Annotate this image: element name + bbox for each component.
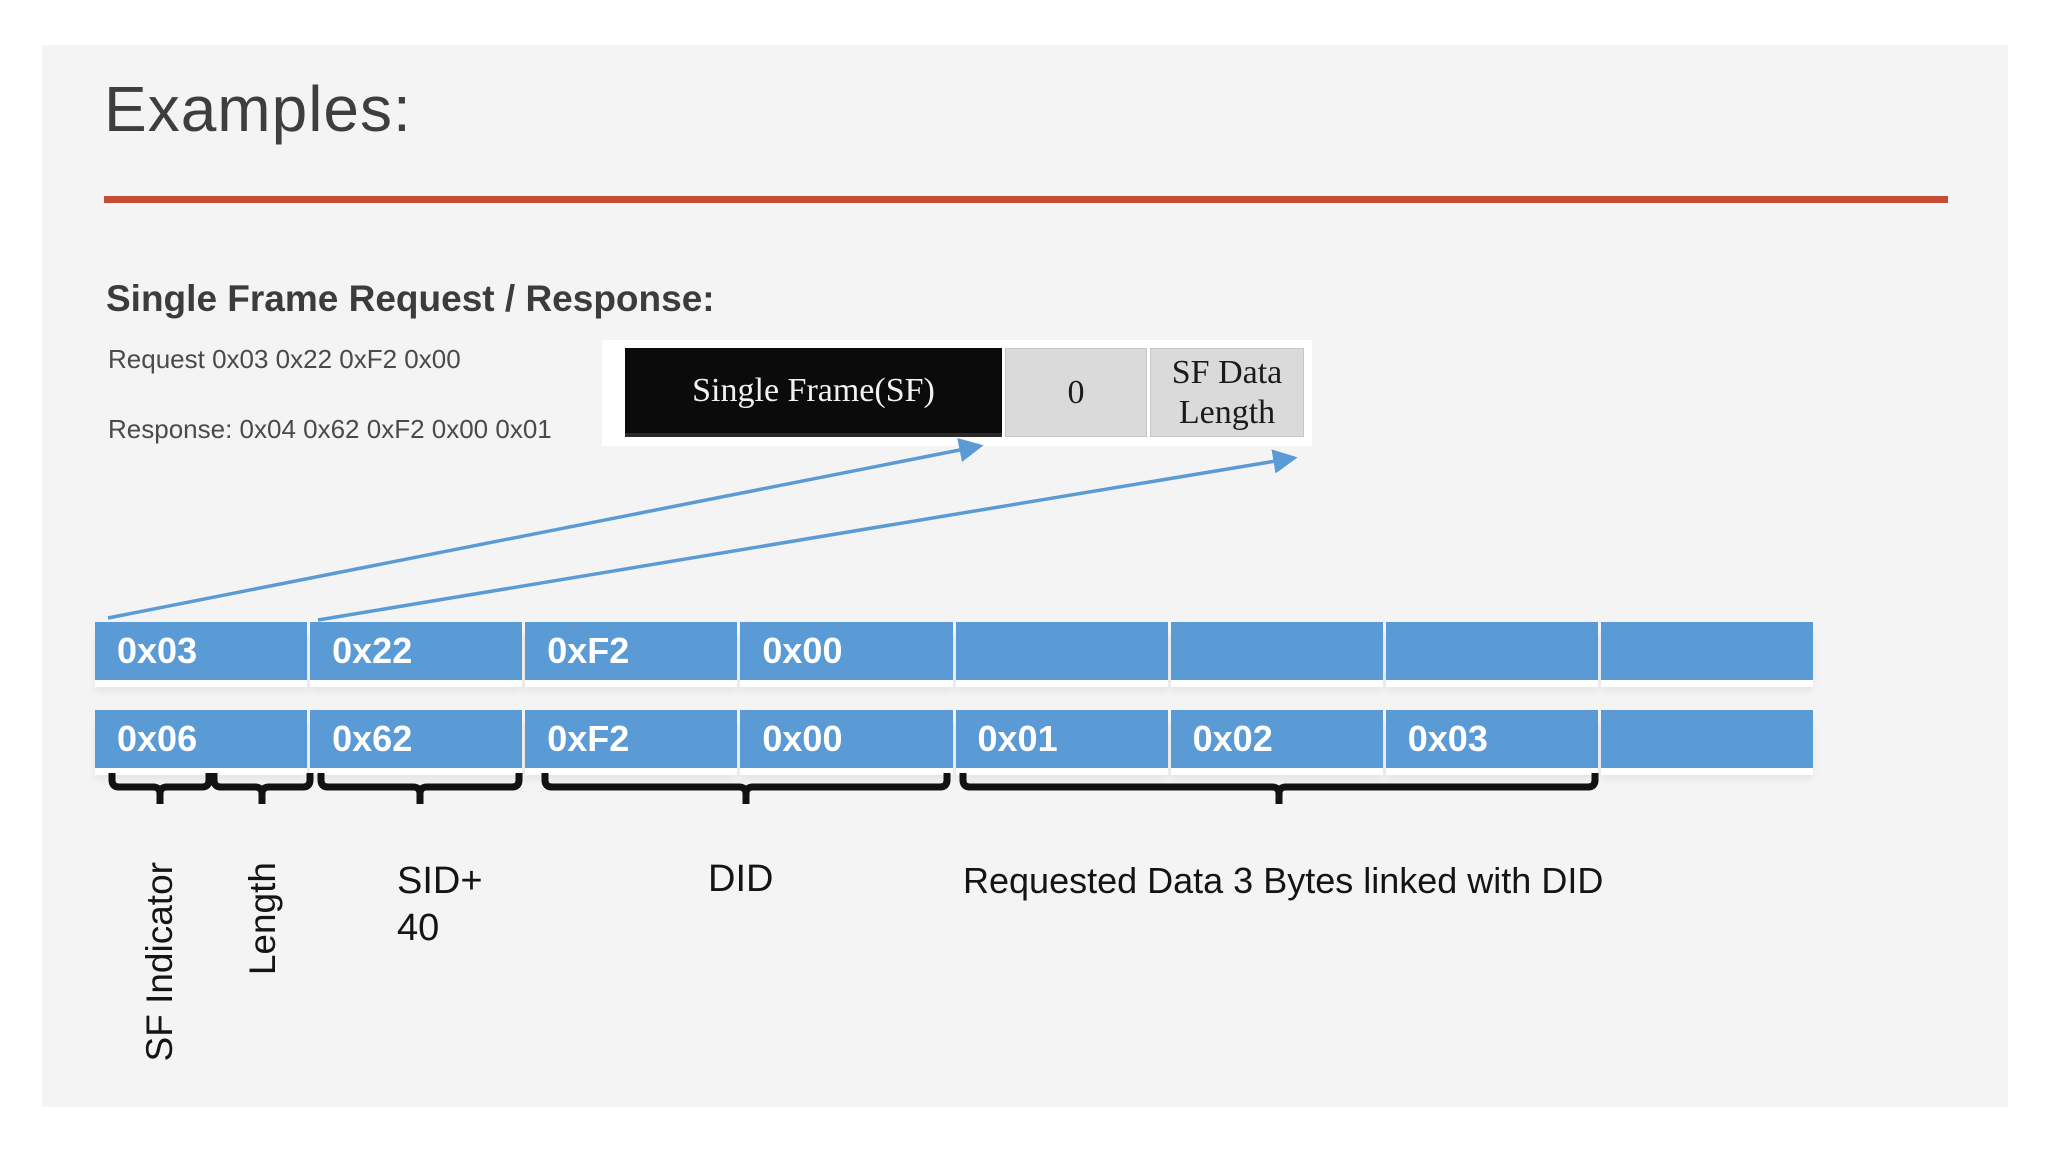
byte-cell — [1600, 710, 1813, 768]
byte-cell: 0xF2 — [525, 710, 738, 768]
slide-background — [42, 45, 2008, 1107]
byte-cell: 0xF2 — [525, 622, 738, 680]
byte-cell — [1600, 622, 1813, 680]
byte-cell — [1170, 622, 1383, 680]
sid-label: SID+ 40 — [397, 858, 483, 952]
response-byte-row: 0x06 0x62 0xF2 0x00 0x01 0x02 0x03 — [95, 710, 1813, 768]
byte-cell: 0x22 — [310, 622, 523, 680]
byte-cell — [1385, 622, 1598, 680]
did-label: DID — [708, 858, 774, 900]
byte-cell: 0x00 — [740, 622, 953, 680]
frame-table-right-pad — [1304, 340, 1312, 446]
sid-label-line1: SID+ — [397, 860, 483, 902]
frame-table-cell-sf-data-length: SF Data Length — [1150, 348, 1304, 437]
sf-indicator-label: SF Indicator — [139, 862, 180, 1062]
length-label: Length — [242, 862, 283, 976]
request-byte-row: 0x03 0x22 0xF2 0x00 — [95, 622, 1813, 680]
response-bytes-text: Response: 0x04 0x62 0xF2 0x00 0x01 — [108, 414, 552, 444]
byte-cell: 0x02 — [1170, 710, 1383, 768]
byte-cell — [955, 622, 1168, 680]
byte-cell: 0x01 — [955, 710, 1168, 768]
byte-cell: 0x00 — [740, 710, 953, 768]
section-heading: Single Frame Request / Response: — [106, 278, 715, 319]
byte-cell: 0x03 — [1385, 710, 1598, 768]
sid-label-line2: 40 — [397, 907, 440, 949]
frame-table-cell-code: 0 — [1005, 348, 1147, 437]
byte-cell: 0x62 — [310, 710, 523, 768]
frame-table-cell-single-frame: Single Frame(SF) — [625, 348, 1002, 437]
frame-type-table: Single Frame(SF) 0 SF Data Length — [602, 340, 1312, 446]
slide-title: Examples: — [104, 73, 412, 145]
request-bytes-text: Request 0x03 0x22 0xF2 0x00 — [108, 344, 461, 374]
frame-table-left-pad — [602, 340, 625, 446]
requested-data-label: Requested Data 3 Bytes linked with DID — [963, 860, 1604, 901]
byte-cell: 0x06 — [95, 710, 308, 768]
byte-cell: 0x03 — [95, 622, 308, 680]
title-divider — [104, 196, 1948, 203]
